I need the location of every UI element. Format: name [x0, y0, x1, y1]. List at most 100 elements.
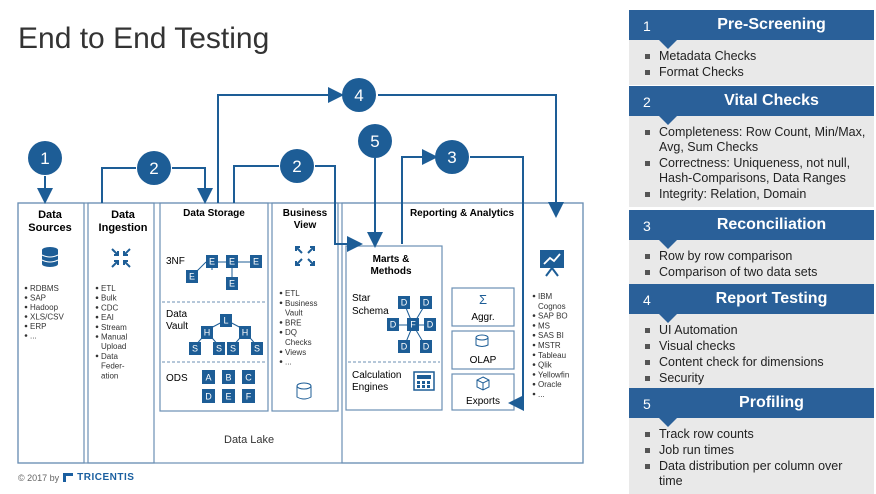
marts-title-2: Methods — [370, 266, 412, 277]
bullet — [532, 314, 536, 317]
entity-box — [239, 326, 251, 339]
entity-box — [420, 340, 432, 353]
entity-box-label: E — [225, 392, 231, 402]
step-item: Metadata Checks — [639, 49, 866, 64]
bullet — [24, 324, 28, 328]
bullet — [24, 296, 28, 299]
entity-box — [242, 370, 255, 384]
entity-box-label: S — [230, 344, 236, 354]
step-number-circle — [137, 151, 171, 185]
copyright-text: © 2017 by — [18, 472, 60, 483]
bullet — [24, 286, 28, 290]
bullet — [279, 301, 283, 305]
bv-items-item: Checks — [285, 338, 312, 347]
entity-box-label: D — [423, 298, 430, 308]
step-number: 1 — [643, 18, 651, 34]
entity-box-label: D — [401, 298, 408, 308]
ing-items-item: Bulk — [101, 294, 118, 303]
step-number-label: 5 — [370, 132, 379, 151]
entity-box-label: D — [427, 320, 434, 330]
data-sources-title-1: Data — [38, 209, 63, 221]
entity-box-label: S — [216, 344, 222, 354]
entity-box-label: C — [245, 373, 252, 383]
connector — [191, 261, 207, 277]
step-number-label: 2 — [292, 157, 301, 176]
rep-items-item: SAP BO — [538, 312, 568, 321]
step-item: Format Checks — [639, 65, 866, 80]
step-item: Data distribution per column over time — [639, 459, 866, 489]
tricentis-logo-icon — [63, 473, 74, 482]
star-label-1: Star — [352, 293, 371, 304]
entity-box — [189, 342, 201, 355]
bullet — [532, 333, 536, 337]
rep-items-item: MS — [538, 321, 550, 330]
rep-items-item: ... — [538, 390, 545, 399]
aggr-box: Σ Aggr. — [451, 287, 515, 327]
entity-box — [226, 277, 238, 290]
entity-box-label: D — [401, 342, 408, 352]
bv-items-item: ETL — [285, 289, 300, 298]
ing-items-item: ation — [101, 371, 118, 380]
step-number: 4 — [643, 292, 651, 308]
entity-box — [202, 370, 215, 384]
entity-box-label: E — [229, 257, 235, 267]
bv-items-item: Views — [285, 348, 306, 357]
marts-section: Marts & Methods Star Schema Calculation … — [345, 245, 443, 411]
entity-box — [424, 318, 436, 331]
data-sources-section: Data Sources RDBMSSAPHadoopXLS/CSVERP... — [17, 202, 85, 464]
calc-label-2: Engines — [352, 382, 388, 393]
entity-box — [387, 318, 399, 331]
entity-box-label: E — [229, 279, 235, 289]
step-title: Report Testing — [715, 290, 828, 307]
step-number-circle — [342, 78, 376, 112]
src-items-item: Hadoop — [30, 303, 59, 312]
step-title: Pre-Screening — [717, 16, 826, 33]
rep-items-item: MSTR — [538, 341, 561, 350]
step-title: Reconciliation — [716, 216, 827, 233]
business-view-section: Business View ETLBusinessVaultBREDQCheck… — [271, 202, 339, 412]
bullet — [532, 353, 536, 357]
sigma-icon: Σ — [479, 292, 487, 307]
entity-box — [222, 389, 235, 403]
entity-box — [242, 389, 255, 403]
data-sources-title-2: Sources — [28, 222, 71, 234]
entity-box-label: D — [205, 392, 212, 402]
rep-items-item: Oracle — [538, 380, 562, 389]
ing-items-item: CDC — [101, 303, 119, 312]
ing-items-item: Upload — [101, 342, 126, 351]
data-ingestion-title-1: Data — [111, 209, 136, 221]
step-number: 2 — [643, 94, 651, 110]
database-icon — [41, 247, 59, 267]
ing-items-item: EAI — [101, 313, 114, 322]
entity-box — [201, 326, 213, 339]
bullet — [532, 343, 536, 347]
data-ingestion-title-2: Ingestion — [99, 222, 148, 234]
src-items-item: ERP — [30, 322, 46, 331]
flow-arrows — [37, 87, 564, 411]
rep-items-item: Cognos — [538, 302, 566, 311]
step-number-circle — [280, 149, 314, 183]
bullet — [95, 335, 99, 338]
olap-box: OLAP — [451, 330, 515, 370]
entity-box — [251, 342, 263, 355]
threenf-label: 3NF — [166, 256, 185, 267]
bullet — [279, 291, 283, 295]
bullet — [24, 334, 28, 337]
entity-box — [222, 370, 235, 384]
rep-items-item: Qlik — [538, 361, 553, 370]
star-label-2: Schema — [352, 306, 389, 317]
step-body: Completeness: Row Count, Min/Max, Avg, S… — [629, 116, 874, 207]
rep-items-item: SAS BI — [538, 331, 564, 340]
vault-label-1: Data — [166, 309, 188, 320]
bullet — [95, 306, 99, 309]
svg-text:Data: Data — [38, 209, 63, 221]
step-number-circle — [435, 140, 469, 174]
step-item: Content check for dimensions — [639, 355, 866, 370]
step-number-circle — [28, 141, 62, 175]
